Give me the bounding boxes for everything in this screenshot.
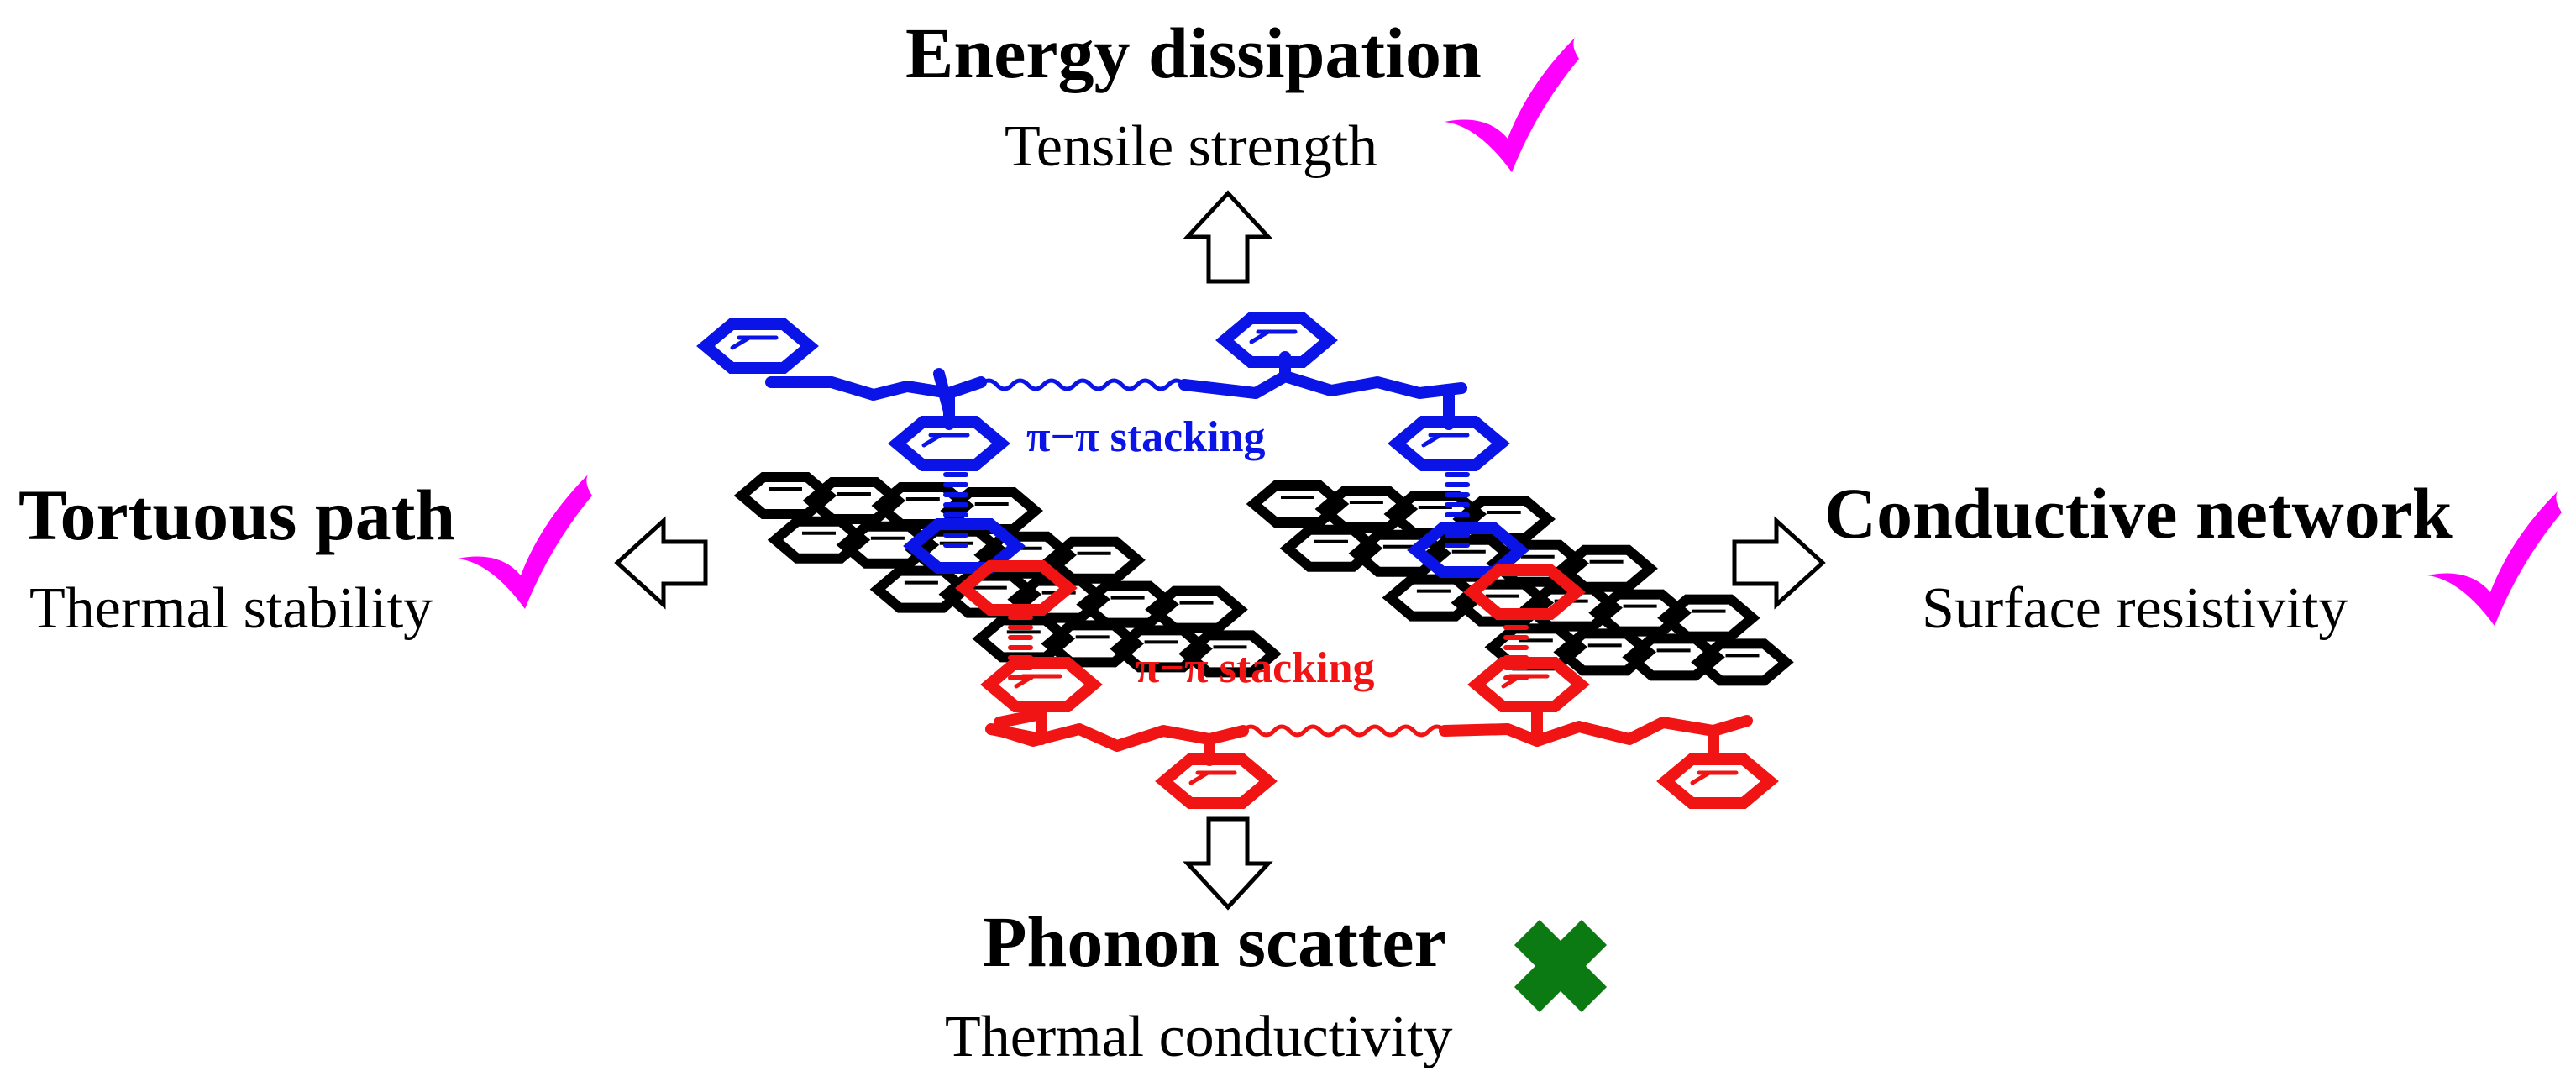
graphene-ring bbox=[1553, 628, 1656, 676]
lower-phenyl-ring bbox=[1656, 753, 1779, 809]
lower-flexible-linker bbox=[1241, 724, 1447, 738]
top-property: Tensile strength bbox=[1005, 114, 1378, 179]
graphene-ring bbox=[836, 521, 940, 569]
graphene-ring bbox=[1279, 524, 1383, 572]
upper-phenyl-ring bbox=[1215, 312, 1338, 368]
graphene-ring bbox=[1622, 633, 1725, 681]
arrow-right bbox=[1732, 516, 1826, 610]
graphene-ring bbox=[1110, 625, 1213, 673]
lower-stacked-ring bbox=[1463, 564, 1586, 620]
upper-stacked-ring bbox=[903, 518, 1026, 574]
upper-stacking-label: π−π stacking bbox=[1026, 413, 1266, 461]
upper-polymer-chain bbox=[696, 312, 1529, 578]
right-property: Surface resistivity bbox=[1922, 576, 2348, 641]
lower-stacking-bond bbox=[1503, 615, 1529, 680]
left-property: Thermal stability bbox=[29, 576, 433, 641]
upper-phenyl-ring bbox=[888, 416, 1010, 471]
arrow-up bbox=[1183, 190, 1273, 284]
bottom-property: Thermal conductivity bbox=[945, 1005, 1453, 1069]
upper-stacked-ring bbox=[1407, 522, 1529, 578]
cross-icon bbox=[1514, 920, 1607, 1012]
upper-stacking-bond bbox=[1445, 472, 1470, 548]
graphene-ring bbox=[972, 615, 1076, 663]
check-icon bbox=[1445, 38, 1579, 172]
right-title: Conductive network bbox=[1824, 473, 2453, 554]
lower-phenyl-ring bbox=[980, 657, 1103, 712]
arrow-down bbox=[1183, 816, 1273, 911]
graphene-ring bbox=[1691, 638, 1794, 686]
lower-phenyl-ring bbox=[1467, 657, 1590, 712]
graphene-ring bbox=[733, 472, 837, 519]
graphene-ring bbox=[767, 516, 871, 564]
bottom-title: Phonon scatter bbox=[983, 901, 1446, 982]
graphene-ring bbox=[1178, 630, 1282, 678]
top-title: Energy dissipation bbox=[905, 13, 1482, 93]
upper-phenyl-ring bbox=[696, 318, 819, 374]
lower-polymer-chain bbox=[955, 560, 1779, 809]
graphene-sheet-left bbox=[733, 472, 1282, 678]
graphene-ring bbox=[1246, 480, 1350, 528]
arrow-left bbox=[614, 516, 708, 610]
left-title: Tortuous path bbox=[18, 475, 456, 555]
upper-phenyl-ring bbox=[1388, 416, 1510, 471]
graphene-ring bbox=[938, 570, 1042, 618]
lower-phenyl-ring bbox=[1155, 753, 1278, 809]
check-icon bbox=[2427, 491, 2562, 626]
lower-stacked-ring bbox=[955, 560, 1078, 616]
check-icon bbox=[458, 475, 592, 609]
lower-stacking-label: π−π stacking bbox=[1136, 644, 1375, 692]
upper-flexible-linker bbox=[978, 378, 1187, 391]
